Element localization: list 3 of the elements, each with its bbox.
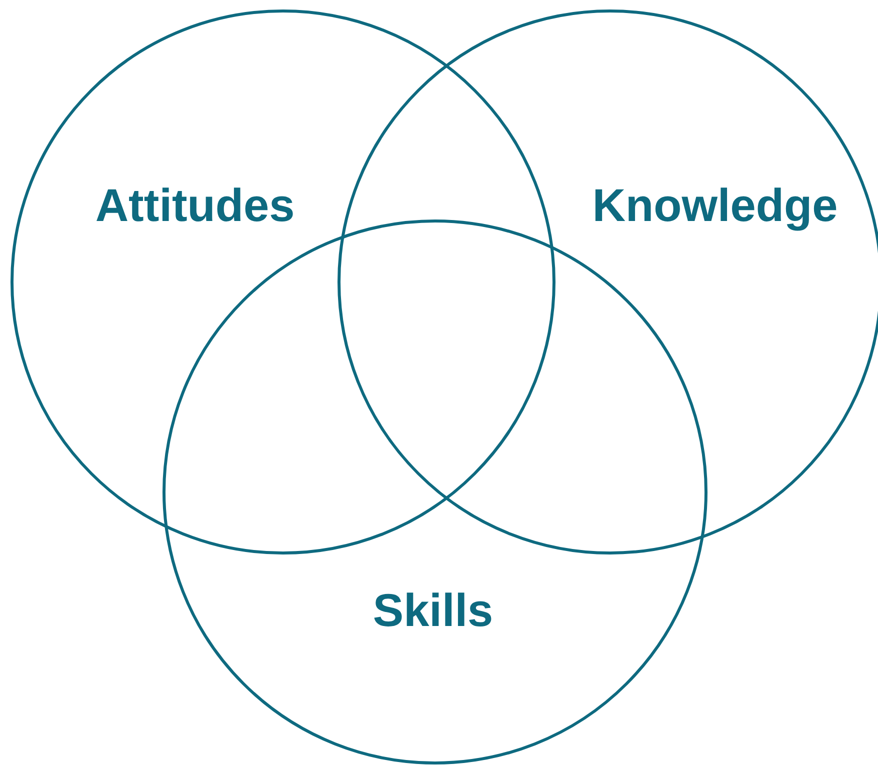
- circle-label: Skills: [372, 583, 494, 637]
- circle-label: Knowledge: [592, 178, 838, 232]
- circle-label: Attitudes: [95, 178, 295, 232]
